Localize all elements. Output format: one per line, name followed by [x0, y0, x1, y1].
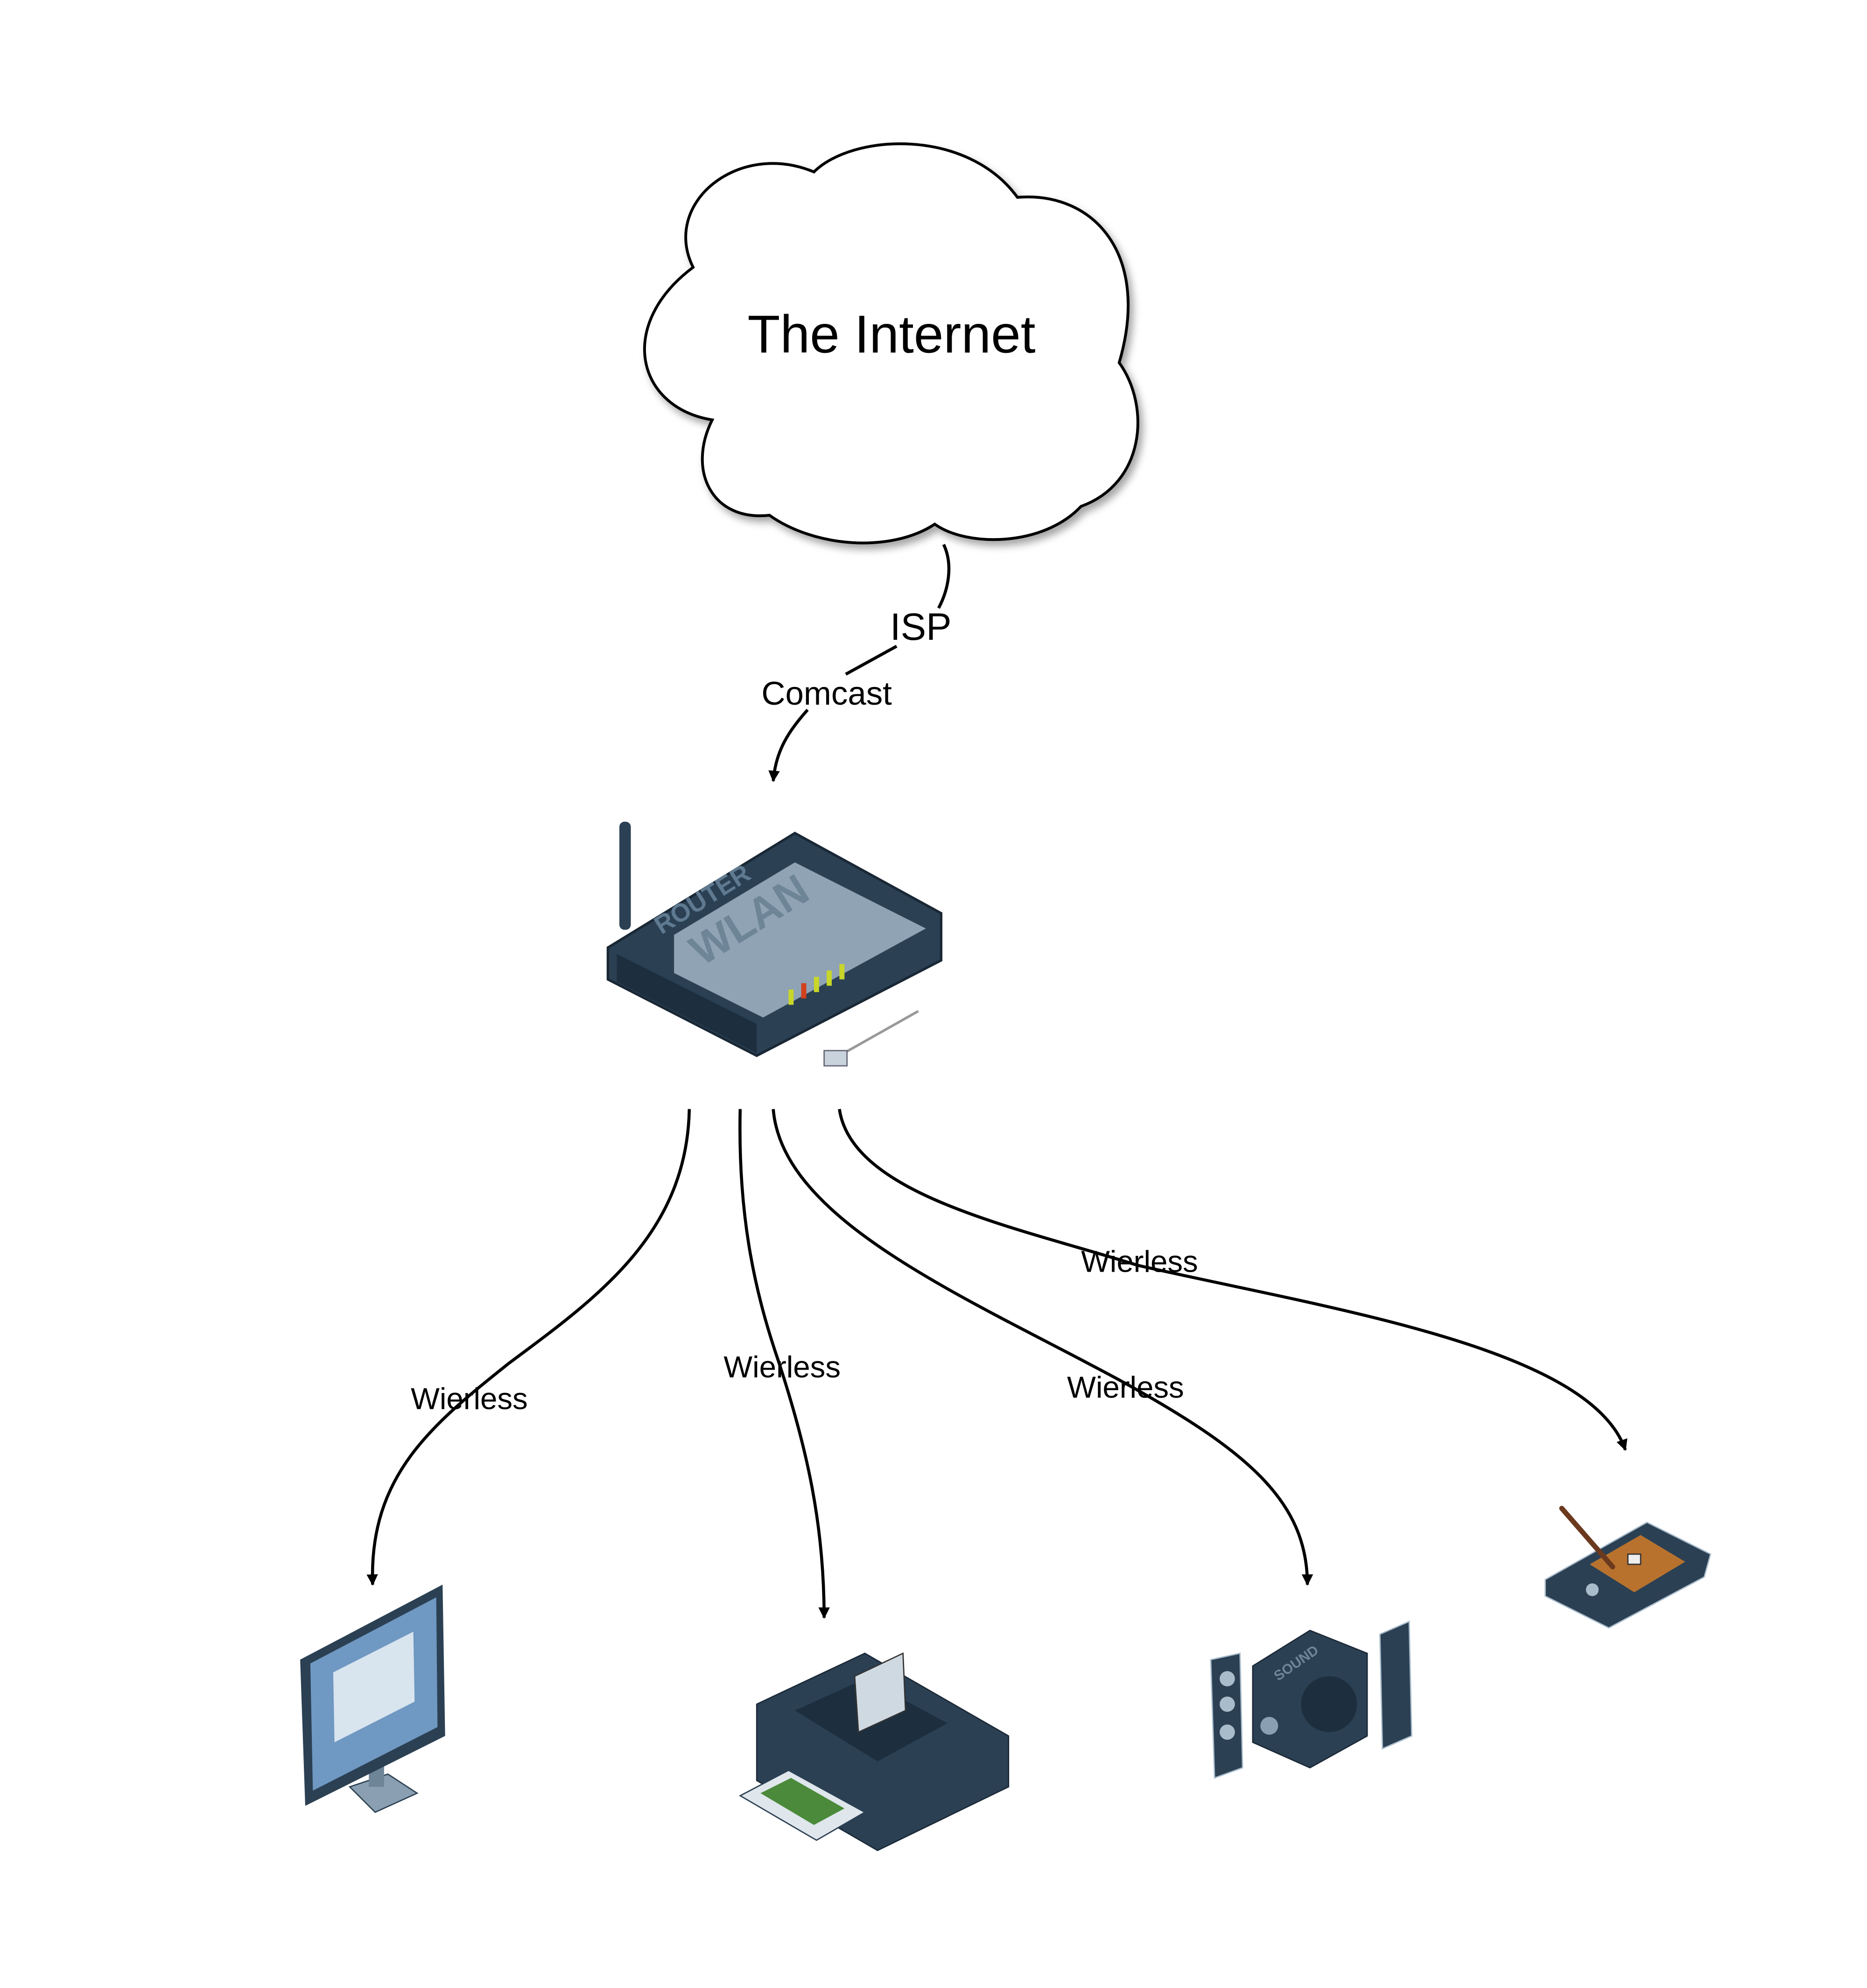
comcast-label: Comcast: [761, 675, 892, 712]
connection-printer[interactable]: Wierless: [723, 1109, 841, 1619]
wireless-router-icon[interactable]: ROUTER WLAN: [606, 821, 943, 1067]
cloud-label: The Internet: [748, 304, 1036, 364]
pda-stylus-icon[interactable]: [1544, 1505, 1712, 1629]
connection-speakers[interactable]: Wierless: [772, 1109, 1313, 1586]
connection-label: Wierless: [1067, 1370, 1184, 1404]
connection-label: Wierless: [1081, 1244, 1198, 1278]
connection-label: Wierless: [411, 1382, 528, 1416]
speakers-icon[interactable]: SOUND: [1210, 1620, 1412, 1779]
desktop-monitor-icon[interactable]: [300, 1584, 445, 1813]
photo-printer-icon[interactable]: [739, 1652, 1010, 1851]
isp-label: ISP: [890, 606, 952, 648]
router-leds: [788, 964, 845, 1005]
internet-cloud[interactable]: The Internet: [643, 142, 1139, 545]
connection-label: Wierless: [723, 1350, 841, 1384]
connection-monitor[interactable]: Wierless: [366, 1109, 691, 1586]
connection-pda[interactable]: Wierless: [838, 1109, 1628, 1451]
isp-connection[interactable]: ISP Comcast: [761, 544, 952, 783]
